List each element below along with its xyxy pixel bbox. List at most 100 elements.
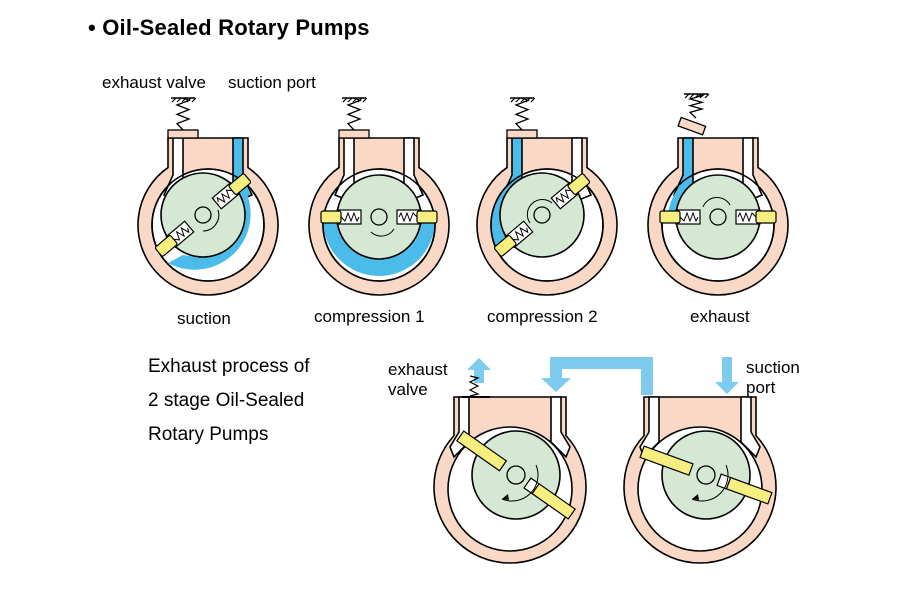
vane-blade [154,235,178,257]
pump-stage-1 [623,396,777,564]
valve-spring-hatch [510,97,516,103]
valve-spring-coil [175,97,191,131]
vane-1 [320,209,362,225]
pump-compression-1 [308,97,450,296]
chamber-outline [322,168,436,282]
vane-spring [679,211,699,223]
valve-spring-hatch [684,93,690,99]
vane-blade-2 [725,476,773,505]
rotation-arrowhead [692,494,699,500]
stage-label-compression-2: compression 2 [487,307,598,326]
vane-0 [735,209,777,225]
vane-0 [550,173,591,210]
vane [456,430,576,520]
exhaust-arrow-bottom-head [467,358,491,370]
rotor-shaft [533,206,551,224]
stage-label-suction: suction [177,309,231,328]
pump-stage-2 [433,396,587,564]
rotor-shaft [194,206,212,224]
exhaust-valve-label-bottom: exhaust valve [388,360,448,400]
stage-label-exhaust: exhaust [690,307,750,326]
suction-channel [740,396,761,459]
pump-exhaust [647,93,789,296]
gas-region [668,178,693,213]
valve-spring-hatch [515,97,521,103]
exhaust-valve-label-line-2: valve [388,380,428,399]
rotor-shaft [506,465,526,485]
vane-1 [154,220,195,257]
exhaust-valve-label-line-1: exhaust [388,360,448,379]
vane-spring [737,211,757,223]
valve-spring-coil [514,97,530,131]
rotation-arrow [501,464,539,502]
vane-blade-2 [531,483,576,520]
suction-channel [550,396,571,459]
rotation-arrow [370,228,395,237]
rotor-shaft [709,208,727,226]
vane-spring [512,226,529,241]
exhaust-valve-spring [468,375,480,397]
vane-1 [659,209,701,225]
valve-spring-hatch [171,97,177,103]
chamber-outline [490,168,604,282]
page-title: • Oil-Sealed Rotary Pumps [88,15,370,40]
exhaust-valve-plate [506,129,538,139]
rotor-shaft [696,465,716,485]
exhaust-valve-plate [338,129,370,139]
description: Exhaust process of 2 stage Oil-Sealed Ro… [148,350,310,452]
suction-arrow-bottom-shaft [722,357,732,384]
rotation-arrowhead [502,494,509,500]
suction-port-label-line-2: port [746,378,776,397]
suction-port-label: suction port [228,73,316,92]
exhaust-valve-plate [167,129,199,139]
duct-vertical-left [550,357,562,379]
description-line-2: 2 stage Oil-Sealed [148,390,305,411]
vane-blade [755,210,777,224]
flow-arrows [462,357,739,398]
suction-port-label-bottom: suction port [746,358,800,398]
rotation-arrow [691,464,729,502]
valve-spring-hatch [530,97,536,103]
vane-blade [567,173,591,195]
vane-spring [555,189,572,204]
exhaust-arrow-bottom-shaft [474,368,484,383]
vane-blade [320,210,342,224]
vane-spring [173,226,190,241]
vane-spring [340,211,360,223]
rotation-arrow [702,196,731,208]
vane-0 [396,209,438,225]
vane-blade-1 [456,430,508,472]
vane-blade [659,210,681,224]
vane-blade [416,210,438,224]
description-line-3: Rotary Pumps [148,424,269,445]
valve-spring-hatch [347,97,353,103]
vane-0 [211,173,252,210]
valve-spring-coil [687,93,705,119]
vane-blade-1 [639,445,694,476]
valve-spring-hatch [362,97,368,103]
vane-blade [493,235,517,257]
valve-spring-coil [346,97,362,131]
pump-suction [137,97,279,296]
duct-arrow-head [541,378,571,392]
duct-horizontal [550,357,653,369]
valve-spring-hatch [704,93,710,99]
pump-compression-2 [476,97,618,296]
valve-spring-hatch [342,97,348,103]
exhaust-valve-plate [677,116,707,136]
rotation-arrow [202,209,220,232]
chamber-outline [661,168,775,282]
valve-spring-hatch [176,97,182,103]
vane-1 [493,220,534,257]
valve-spring-hatch [689,93,695,99]
valve-spring-hatch [191,97,197,103]
vane-blade [228,173,252,195]
rotation-arrow [526,199,553,224]
gas-region [323,220,435,276]
stage-label-compression-1: compression 1 [314,307,425,326]
chamber-outline [151,168,265,282]
vane [639,445,773,505]
rotor-shaft [370,208,388,226]
exhaust-valve-label: exhaust valve [102,73,206,92]
